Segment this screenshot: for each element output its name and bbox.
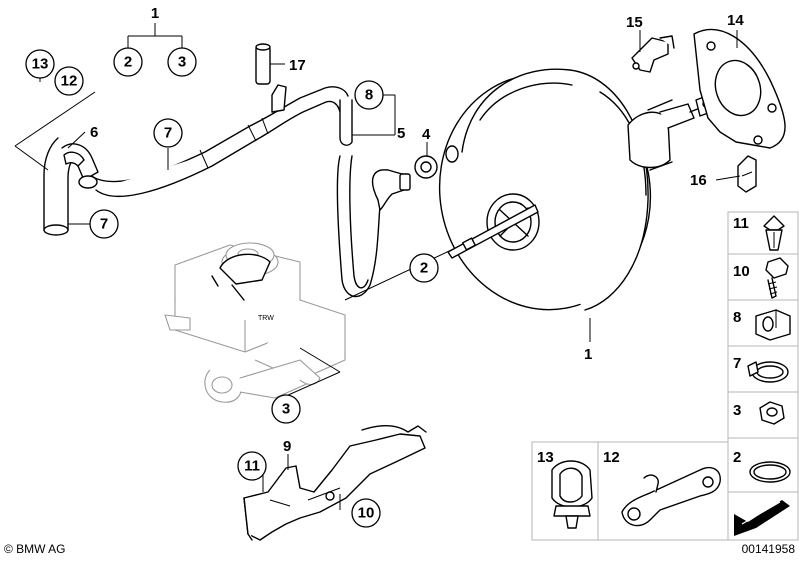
footer: © BMW AG 00141958 bbox=[4, 542, 795, 556]
callout-14: 14 bbox=[727, 12, 744, 48]
callout-11-bracket: 11 bbox=[237, 451, 267, 492]
callout-15: 15 bbox=[626, 14, 643, 52]
bracket-3-bottom bbox=[285, 347, 341, 397]
group-legend-1: 1 bbox=[127, 5, 183, 50]
svg-text:1: 1 bbox=[584, 346, 592, 363]
sidebar-item-label-2: 2 bbox=[733, 449, 741, 466]
sidebar-item-label-3: 3 bbox=[733, 402, 741, 419]
vacuum-hose-assembly bbox=[43, 43, 438, 298]
hose-clamp-icon bbox=[747, 361, 789, 383]
svg-text:7: 7 bbox=[164, 125, 172, 142]
leader-9: 9 bbox=[283, 438, 291, 470]
callout-2-top: 2 bbox=[113, 47, 143, 77]
clip-16 bbox=[737, 155, 757, 193]
callout-3-top: 3 bbox=[167, 47, 197, 77]
bracket-15 bbox=[631, 35, 675, 73]
sidebar-item-label-10: 10 bbox=[733, 263, 750, 280]
callout-7-hose: 7 bbox=[153, 118, 183, 170]
callout-12: 12 bbox=[54, 66, 84, 96]
callout-1-top: 1 bbox=[151, 5, 159, 22]
svg-text:4: 4 bbox=[422, 126, 431, 143]
part-box-13: 13 bbox=[531, 441, 599, 541]
gasket-14 bbox=[693, 28, 786, 149]
svg-text:11: 11 bbox=[244, 458, 260, 475]
callout-13: 13 bbox=[25, 49, 55, 82]
parts-sidebar: 11 10 8 7 3 2 bbox=[727, 211, 799, 541]
box-label-12: 12 bbox=[603, 449, 620, 466]
arrow-icon bbox=[734, 500, 790, 536]
sidebar-item-label-11: 11 bbox=[733, 215, 749, 232]
sidebar-item-label-8: 8 bbox=[733, 309, 741, 326]
svg-text:2: 2 bbox=[124, 54, 132, 71]
leader-lines-6 bbox=[14, 91, 96, 171]
callout-4: 4 bbox=[422, 126, 431, 156]
callout-7-left: 7 bbox=[68, 209, 119, 239]
callout-16: 16 bbox=[690, 172, 741, 189]
callout-6: 6 bbox=[90, 124, 98, 141]
callout-3-bottom: 3 bbox=[271, 394, 301, 424]
svg-text:13: 13 bbox=[32, 56, 49, 73]
diagram-id: 00141958 bbox=[742, 542, 796, 556]
seal-ring-icon bbox=[749, 461, 791, 483]
expanding-nut-icon bbox=[763, 215, 785, 251]
svg-text:TRW: TRW bbox=[258, 315, 274, 322]
svg-text:2: 2 bbox=[420, 260, 428, 277]
svg-text:5: 5 bbox=[397, 125, 405, 142]
svg-text:14: 14 bbox=[727, 12, 744, 29]
svg-text:8: 8 bbox=[365, 87, 373, 104]
svg-text:12: 12 bbox=[61, 73, 78, 90]
leader-2-mid bbox=[344, 244, 463, 301]
bracket-5: 5 bbox=[352, 94, 405, 142]
master-cylinder-reservoir: TRW bbox=[164, 242, 346, 403]
callout-17: 17 bbox=[270, 57, 306, 74]
svg-text:3: 3 bbox=[178, 54, 186, 71]
svg-text:7: 7 bbox=[100, 216, 108, 233]
bracket-9 bbox=[243, 425, 427, 541]
svg-text:16: 16 bbox=[690, 172, 707, 189]
callout-1-booster: 1 bbox=[584, 318, 592, 363]
svg-text:17: 17 bbox=[289, 57, 306, 74]
rubber-grommet-icon bbox=[755, 309, 791, 341]
svg-text:10: 10 bbox=[358, 505, 375, 522]
brake-booster bbox=[438, 68, 721, 311]
callout-2-mid: 2 bbox=[409, 253, 439, 283]
svg-text:3: 3 bbox=[282, 401, 290, 418]
hex-bolt-icon bbox=[765, 257, 789, 299]
sidebar-item-label-7: 7 bbox=[733, 355, 741, 372]
part-box-12: 12 bbox=[597, 441, 729, 541]
box-label-13: 13 bbox=[537, 449, 554, 466]
copyright-text: © BMW AG bbox=[4, 542, 66, 556]
svg-text:15: 15 bbox=[626, 14, 643, 31]
svg-text:9: 9 bbox=[283, 438, 291, 455]
callout-10-bracket: 10 bbox=[339, 494, 381, 528]
callout-8: 8 bbox=[354, 80, 384, 110]
hex-nut-icon bbox=[759, 401, 785, 425]
